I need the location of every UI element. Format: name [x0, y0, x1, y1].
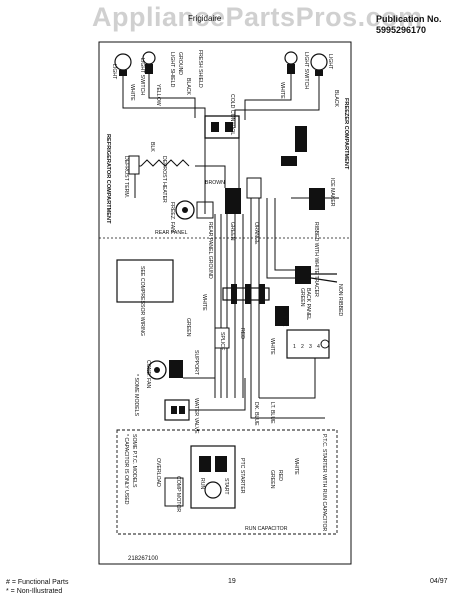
label-green-r: GREEN: [185, 318, 191, 337]
label-dk-blue: DK. BLUE: [253, 402, 259, 426]
label-comp-motor: COMP MOTOR: [175, 476, 181, 512]
freezer-connector-icon: [281, 126, 307, 166]
watermark: AppliancePartsPros.com: [92, 2, 423, 32]
label-ptc-starter: P.T.C. STARTER WITH RUN CAPACITOR: [321, 434, 327, 531]
light-bulb-right-icon: [310, 53, 328, 76]
label-rear-panel: REAR PANEL: [155, 230, 188, 236]
label-blk: BLK: [149, 142, 155, 152]
label-run: RUN: [199, 478, 205, 489]
label-capacitor-note-1: * CAPACITOR IS ONLY USED: [123, 434, 129, 505]
label-some-models: * SOME MODELS: [133, 374, 139, 417]
condenser-fan-icon: [147, 360, 183, 380]
label-yellow: YELLOW: [155, 84, 161, 106]
label-light-switch-left: LIGHT SWITCH: [139, 58, 145, 95]
label-black-right: BLACK: [333, 90, 339, 108]
footer-date: 04/97: [430, 578, 448, 585]
label-brown: BROWN: [205, 180, 225, 186]
diagram-border: [98, 41, 352, 565]
top-wiring: [122, 74, 320, 128]
label-white-right: WHITE: [279, 82, 285, 99]
svg-text:4: 4: [317, 344, 320, 350]
defrost-heater-icon: [140, 159, 190, 167]
label-splice: SPLICE: [281, 308, 287, 327]
label-red-b: RED: [277, 470, 283, 481]
label-black-1: BLACK: [185, 78, 191, 96]
label-green-b: GREEN: [269, 470, 275, 489]
defrost-timer-icon: [225, 177, 262, 214]
footer-legend: # = Functional Parts * = Non-Illustrated: [6, 578, 68, 596]
label-start: START: [223, 478, 229, 495]
label-light-right: LIGHT: [327, 54, 333, 70]
wiring-diagram: 1 2 3 4 LIGHT WHITE LIGHT SWITCH YELLOW …: [98, 41, 352, 565]
label-light-shield: LIGHT SHIELD: [169, 52, 175, 88]
label-splice-2: SPLICE: [219, 332, 225, 351]
terminal-board-icon: [222, 284, 270, 304]
switch-block-icon: 1 2 3 4: [286, 329, 330, 359]
label-ribbed-white-tracer: RIBBED WITH WHITE TRACER: [313, 222, 319, 297]
label-ribbed-green: GREEN: [299, 288, 305, 307]
svg-text:2: 2: [301, 344, 304, 350]
bottom-wiring: [183, 358, 325, 419]
svg-text:1: 1: [293, 344, 296, 350]
splice-icon: [275, 306, 289, 326]
label-light-switch-right: LIGHT SWITCH: [303, 52, 309, 89]
diagram-code: 218267100: [128, 556, 159, 562]
label-light-left: LIGHT: [111, 64, 117, 80]
label-see-compressor-wiring: SEE COMPRESSOR WIRING: [139, 266, 145, 336]
publication-label: Publication No.: [376, 14, 442, 24]
footer-non-illustrated: * = Non-Illustrated: [6, 588, 63, 595]
label-ground: GROUND: [177, 52, 183, 75]
label-capacitor-note-2: SOME P.T.C. MODELS: [131, 434, 137, 488]
compressor-box: [116, 259, 174, 303]
label-freezer-compartment: FREEZER COMPARTMENT: [343, 98, 349, 170]
label-white-left: WHITE: [129, 84, 135, 101]
label-defrost-heater: DEFROST HEATER: [161, 156, 167, 203]
light-switch-left-icon: [142, 51, 156, 74]
power-cord-icon: [295, 266, 338, 284]
freezer-fan-icon: [175, 200, 214, 220]
label-water-valve: WATER VALVE: [193, 398, 199, 434]
light-bulb-left-icon: [114, 53, 132, 76]
label-white-b: WHITE: [293, 458, 299, 475]
label-red: RED: [239, 328, 245, 339]
label-cold-control: COLD CONTROL: [229, 94, 235, 135]
label-ptc: PTC STARTER: [239, 458, 245, 494]
ptc-starter-box: [116, 429, 338, 535]
label-defrost-term: DEFROST TERM.: [123, 156, 129, 198]
defrost-term-icon: [128, 155, 140, 175]
water-valve-icon: [164, 399, 190, 421]
label-green: GREEN: [229, 222, 235, 241]
publication-number: 5995296170: [376, 25, 427, 35]
label-non-ribbed: NON RIBBED: [337, 284, 343, 317]
label-ice-maker: ICE MAKER: [329, 178, 335, 207]
top-title: Frigidaire: [188, 14, 222, 23]
label-run-capacitor: RUN CAPACITOR: [245, 526, 288, 532]
label-white-r2: WHITE: [269, 338, 275, 355]
label-freezer-fan: FREEZ. FAN: [169, 202, 175, 232]
light-switch-right-icon: [284, 51, 298, 74]
label-orange: ORANGE: [253, 222, 259, 245]
splice-2-icon: [214, 327, 230, 349]
label-back-panel: BACK PANEL: [305, 288, 311, 320]
label-overload: OVERLOAD: [155, 458, 161, 487]
cold-control-icon: [204, 115, 240, 139]
label-refrigerator-compartment: REFRIGERATOR COMPARTMENT: [105, 134, 111, 224]
label-fresh-shield: FRESH SHIELD: [197, 50, 203, 88]
label-cond-fan: COND. FAN: [145, 360, 151, 388]
publication-block: Publication No. 5995296170: [376, 14, 442, 36]
label-support: SUPPORT: [193, 350, 199, 376]
trunk-wiring: [204, 138, 305, 398]
label-rear-panel-ground: REAR PANEL GROUND: [207, 222, 213, 279]
footer-functional: # = Functional Parts: [6, 579, 69, 586]
svg-text:3: 3: [309, 344, 312, 350]
label-lt-blue: LT. BLUE: [269, 402, 275, 424]
ice-maker-icon: [291, 188, 339, 210]
page-number: 19: [228, 578, 236, 585]
label-white-c: WHITE: [201, 294, 207, 311]
